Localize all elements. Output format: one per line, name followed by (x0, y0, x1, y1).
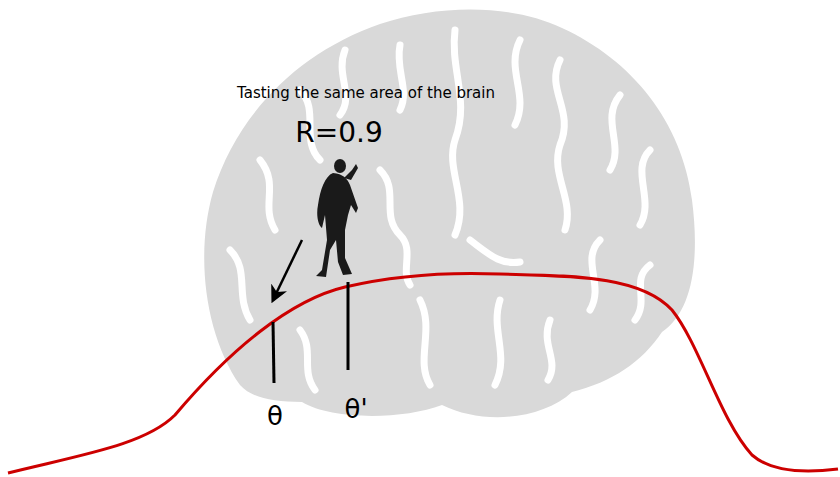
pointer-arrow (273, 240, 302, 300)
parameter-label: θ (267, 402, 283, 431)
brain-sulci (230, 30, 650, 390)
parameter-label: θ' (344, 395, 367, 424)
zombie-figure (316, 159, 358, 277)
theta-prime-marker (347, 282, 350, 370)
brain-silhouette (204, 9, 695, 417)
heading-note: Tasting the same area of the brain (237, 85, 495, 102)
red-curve (8, 273, 838, 473)
correlation-value: R=0.9 (295, 118, 382, 149)
theta-marker (273, 322, 274, 383)
